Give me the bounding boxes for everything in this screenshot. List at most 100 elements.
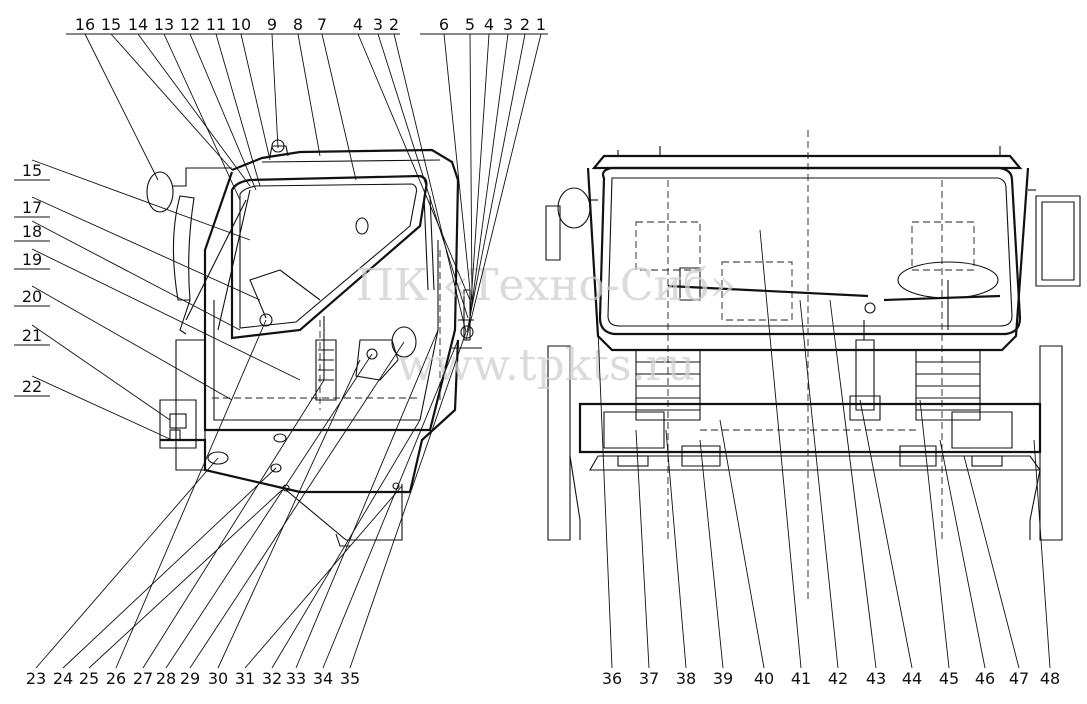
- leader-bottom_right-7: [829, 299, 877, 669]
- leader-top_left-11: [377, 33, 469, 319]
- callout-bottom_left-8: 31: [235, 669, 255, 688]
- callout-bottom_left-6: 29: [180, 669, 200, 688]
- leader-top_left-18: [465, 33, 542, 341]
- leader-bottom_left-7: [217, 359, 361, 669]
- leader-top_left-6: [240, 33, 271, 161]
- leader-top_left-13: [443, 33, 471, 291]
- leader-bottom_left-9: [271, 419, 421, 669]
- callout-left_side-0: 15: [22, 161, 42, 180]
- watermark-company: ПК «Техно-Сиб»: [356, 260, 737, 311]
- leader-top_left-9: [321, 33, 357, 181]
- callout-top_left-17: 2: [520, 15, 530, 34]
- callout-top_left-18: 1: [536, 15, 546, 34]
- callout-top_left-15: 4: [484, 15, 494, 34]
- leader-left_side-4: [31, 285, 233, 401]
- leader-bottom_left-0: [35, 457, 219, 669]
- callout-bottom_left-3: 26: [106, 669, 126, 688]
- leader-bottom_left-2: [88, 489, 283, 669]
- callout-bottom_left-0: 23: [26, 669, 46, 688]
- callout-bottom_right-7: 43: [866, 669, 886, 688]
- callout-bottom_left-9: 32: [262, 669, 282, 688]
- cab-front-view: [545, 130, 1081, 600]
- leader-bottom_left-10: [295, 329, 439, 669]
- leader-left_side-6: [31, 375, 173, 441]
- callout-bottom_right-2: 38: [676, 669, 696, 688]
- callout-bottom_left-1: 24: [53, 669, 73, 688]
- callout-top_left-0: 16: [75, 15, 95, 34]
- leader-left_side-5: [31, 324, 171, 421]
- callout-top_left-1: 15: [101, 15, 121, 34]
- leader-left_side-0: [31, 159, 251, 241]
- leader-bottom_right-2: [665, 429, 687, 669]
- callout-bottom_right-5: 41: [791, 669, 811, 688]
- callout-bottom_right-4: 40: [754, 669, 774, 688]
- callout-top_left-7: 9: [267, 15, 277, 34]
- callout-top_left-8: 8: [293, 15, 303, 34]
- callout-bottom_right-3: 39: [713, 669, 733, 688]
- leader-top_left-2: [137, 33, 251, 187]
- leader-bottom_right-6: [799, 299, 839, 669]
- leader-bottom_left-3: [115, 319, 267, 669]
- leader-bottom_right-3: [699, 439, 724, 669]
- leader-top_left-7: [271, 33, 279, 149]
- leader-top_left-0: [84, 33, 159, 181]
- leader-top_left-4: [189, 33, 257, 191]
- leader-top_left-14: [469, 33, 473, 301]
- leader-top_left-5: [215, 33, 261, 187]
- callout-top_left-6: 10: [231, 15, 251, 34]
- callout-left_side-4: 20: [22, 287, 42, 306]
- leader-top_left-12: [393, 33, 467, 333]
- leader-bottom_left-11: [322, 339, 459, 669]
- callout-bottom_left-5: 28: [156, 669, 176, 688]
- callout-bottom_left-10: 33: [286, 669, 306, 688]
- leader-bottom_right-9: [919, 399, 950, 669]
- leader-bottom_right-10: [939, 439, 986, 669]
- callout-top_left-3: 13: [154, 15, 174, 34]
- callout-top_left-5: 11: [206, 15, 226, 34]
- callout-top_left-11: 3: [373, 15, 383, 34]
- leader-top_left-1: [110, 33, 233, 171]
- callout-bottom_left-11: 34: [313, 669, 333, 688]
- callout-bottom_right-11: 47: [1009, 669, 1029, 688]
- leader-left_side-1: [31, 196, 261, 301]
- leader-bottom_left-6: [189, 341, 405, 669]
- callout-bottom_right-1: 37: [639, 669, 659, 688]
- leader-bottom_left-4: [142, 379, 325, 669]
- callout-left_side-6: 22: [22, 377, 42, 396]
- leader-left_side-2: [31, 220, 241, 331]
- callout-bottom_right-12: 48: [1040, 669, 1060, 688]
- callout-left_side-5: 21: [22, 326, 42, 345]
- leader-bottom_left-1: [62, 467, 277, 669]
- callout-bottom_left-7: 30: [208, 669, 228, 688]
- callout-top_left-16: 3: [503, 15, 513, 34]
- leader-top_left-10: [357, 33, 471, 301]
- leader-bottom_right-4: [719, 419, 765, 669]
- callout-bottom_right-9: 45: [939, 669, 959, 688]
- leader-bottom_right-5: [759, 229, 802, 669]
- callout-bottom_right-6: 42: [828, 669, 848, 688]
- callout-bottom_left-2: 25: [79, 669, 99, 688]
- callout-left_side-2: 18: [22, 222, 42, 241]
- callout-top_left-9: 7: [317, 15, 327, 34]
- leader-top_left-8: [297, 33, 321, 157]
- leader-lines: [14, 33, 1051, 669]
- callout-bottom_left-4: 27: [133, 669, 153, 688]
- callout-bottom_left-12: 35: [340, 669, 360, 688]
- leader-bottom_right-1: [635, 429, 650, 669]
- callout-top_left-4: 12: [180, 15, 200, 34]
- callout-bottom_right-10: 46: [975, 669, 995, 688]
- leader-bottom_left-8: [244, 485, 403, 669]
- leader-bottom_left-5: [165, 353, 373, 669]
- callout-left_side-3: 19: [22, 250, 42, 269]
- right-bellows: [915, 349, 981, 421]
- watermark-url: www.tpkts.ru: [397, 340, 695, 391]
- left-bellows: [635, 349, 701, 421]
- leader-top_left-16: [468, 33, 509, 327]
- callout-left_side-1: 17: [22, 198, 42, 217]
- leader-top_left-3: [163, 33, 241, 201]
- leader-bottom_right-12: [1033, 439, 1051, 669]
- callout-top_left-13: 6: [439, 15, 449, 34]
- leader-left_side-3: [31, 248, 301, 381]
- callout-bottom_right-8: 44: [902, 669, 922, 688]
